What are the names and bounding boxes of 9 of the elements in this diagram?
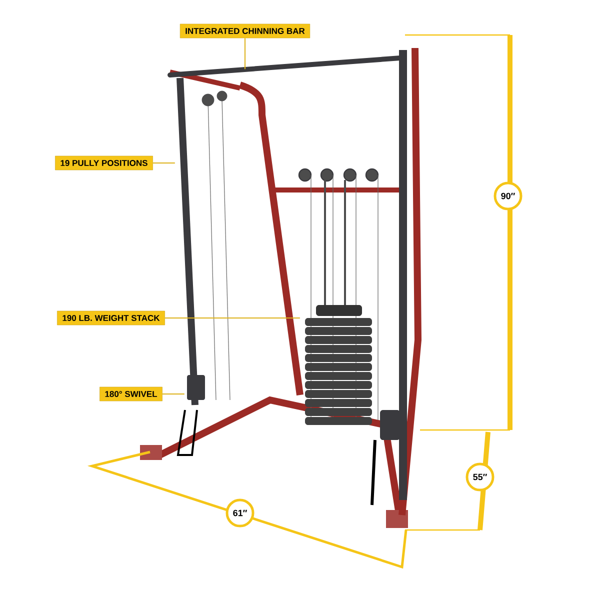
dimension-label: 90″ <box>494 182 522 210</box>
dimension-label: 61″ <box>226 498 254 528</box>
callout-label: 180° SWIVEL <box>100 386 162 402</box>
callout-label: 19 PULLY POSITIONS <box>55 156 153 170</box>
leader-line <box>152 162 176 164</box>
leader-line <box>244 38 246 70</box>
dimension-label: 55″ <box>466 462 494 492</box>
callout-label: INTEGRATED CHINNING BAR <box>180 24 310 38</box>
callout-label: 190 LB. WEIGHT STACK <box>57 310 165 326</box>
